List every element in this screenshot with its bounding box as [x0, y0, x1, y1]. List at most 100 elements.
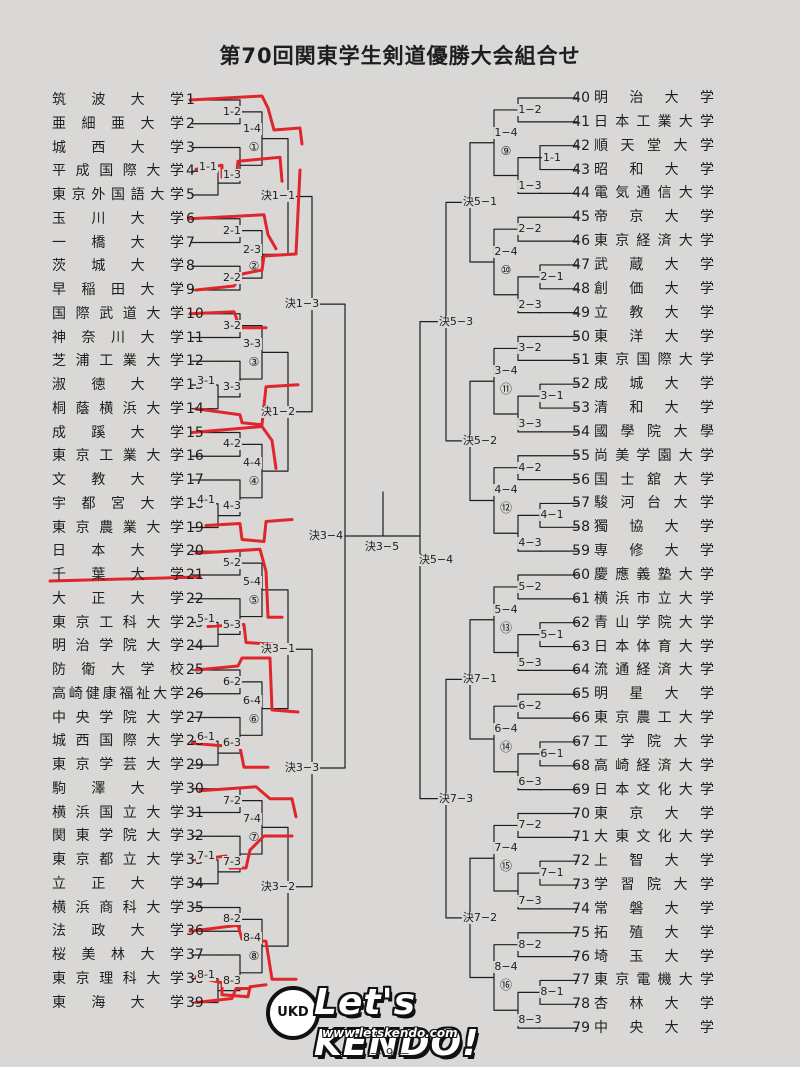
- marker-stroke: [194, 987, 252, 1004]
- marker-stroke: [204, 518, 294, 543]
- circle-no-13: ⑬: [499, 620, 513, 635]
- team-name: 東京電機大学: [594, 972, 714, 989]
- match-label-m-4-4: 4-4: [242, 456, 262, 470]
- match-label-m-8-1: 8-1: [196, 967, 216, 981]
- team-number: 72: [572, 853, 590, 870]
- team-name: 平成国際大学: [52, 163, 184, 180]
- team-number: 51: [572, 352, 590, 369]
- match-label-r-3-1: 3−1: [539, 389, 565, 403]
- match-label-f-3-5: 決3−5: [363, 540, 401, 554]
- team-name: 明治大学: [594, 90, 714, 106]
- team-number: 41: [572, 113, 590, 130]
- match-label-r-2-1: 2−1: [539, 269, 565, 283]
- match-label-m-8-2: 8-2: [222, 912, 242, 926]
- team-number: 66: [572, 710, 590, 727]
- marker-stroke: [194, 383, 300, 427]
- team-number: 22: [186, 590, 204, 607]
- team-number: 44: [572, 185, 590, 202]
- match-label-r-4-4: 4−4: [493, 483, 519, 497]
- team-name: 桜美林大学: [52, 947, 184, 963]
- team-name: 横浜市立大学: [594, 590, 714, 607]
- team-name: 駒澤大学: [52, 780, 184, 797]
- team-number: 5: [186, 187, 195, 203]
- logo-text: Let's KENDO!: [314, 982, 480, 1064]
- team-number: 25: [186, 662, 204, 678]
- team-number: 65: [572, 686, 590, 703]
- marker-stroke: [190, 741, 270, 769]
- match-label-m-1-1: 1-1: [198, 160, 218, 174]
- team-number: 20: [186, 543, 204, 560]
- team-name: 明治学院大学: [52, 638, 184, 655]
- team-number: 67: [572, 733, 590, 750]
- letskendo-logo: UKD Let's KENDO! www.letskendo.com: [262, 978, 552, 1064]
- circle-no-7: ⑦: [248, 830, 260, 845]
- marker-stroke: [198, 785, 298, 819]
- team-number: 8: [186, 258, 195, 275]
- team-name: 東京学芸大学: [52, 757, 184, 773]
- match-label-r-5-4: 5−4: [493, 602, 519, 616]
- bracket-line: [239, 325, 263, 380]
- team-number: 45: [572, 209, 590, 226]
- match-label-r-7-2: 7−2: [517, 818, 543, 832]
- team-name: 亜細亜大学: [52, 115, 184, 132]
- marker-stroke: [194, 834, 294, 870]
- team-name: 一橋大学: [52, 234, 184, 251]
- circle-no-3: ③: [248, 355, 260, 370]
- match-label-f-1-1: 決1−1: [259, 189, 297, 203]
- circle-no-9: ⑨: [500, 143, 512, 158]
- team-name: 成蹊大学: [52, 424, 184, 441]
- team-number: 56: [572, 471, 590, 488]
- match-label-m-1-4: 1-4: [242, 121, 262, 135]
- match-label-r-8-2: 8−2: [517, 937, 543, 951]
- team-name: 立正大学: [52, 875, 184, 892]
- team-number: 11: [186, 329, 204, 346]
- circle-no-2: ②: [248, 259, 260, 274]
- team-number: 21: [186, 567, 204, 583]
- match-label-r-4-1: 4−1: [539, 508, 565, 522]
- team-name: 中央学院大学: [52, 709, 184, 726]
- match-label-r-1-2: 1−2: [517, 102, 543, 116]
- match-label-f-7-1: 決7−1: [461, 672, 499, 686]
- team-number: 26: [186, 685, 204, 702]
- team-number: 19: [186, 519, 204, 536]
- bracket-line: [493, 705, 519, 773]
- match-label-m-6-1: 6-1: [196, 730, 216, 744]
- team-name: 東洋大学: [594, 328, 714, 345]
- match-label-m-4-2: 4-2: [222, 437, 242, 451]
- match-label-m-4-3: 4-3: [222, 498, 242, 512]
- bracket-line: [493, 347, 519, 415]
- team-name: 東海大学: [52, 994, 184, 1011]
- team-number: 64: [572, 662, 590, 679]
- team-number: 34: [186, 875, 204, 892]
- team-number: 76: [572, 948, 590, 965]
- bracket-line: [239, 800, 263, 855]
- team-number: 61: [572, 590, 590, 607]
- match-label-r-1-1: 1-1: [542, 150, 562, 164]
- match-label-m-7-3: 7-3: [222, 855, 242, 869]
- page-number: — 9 —: [370, 1046, 410, 1060]
- team-name: 中央大学: [594, 1020, 714, 1037]
- team-number: 47: [572, 256, 590, 273]
- match-label-m-8-4: 8-4: [242, 931, 262, 945]
- match-label-m-5-1: 5-1: [196, 611, 216, 625]
- team-name: 宇都宮大学: [52, 495, 184, 512]
